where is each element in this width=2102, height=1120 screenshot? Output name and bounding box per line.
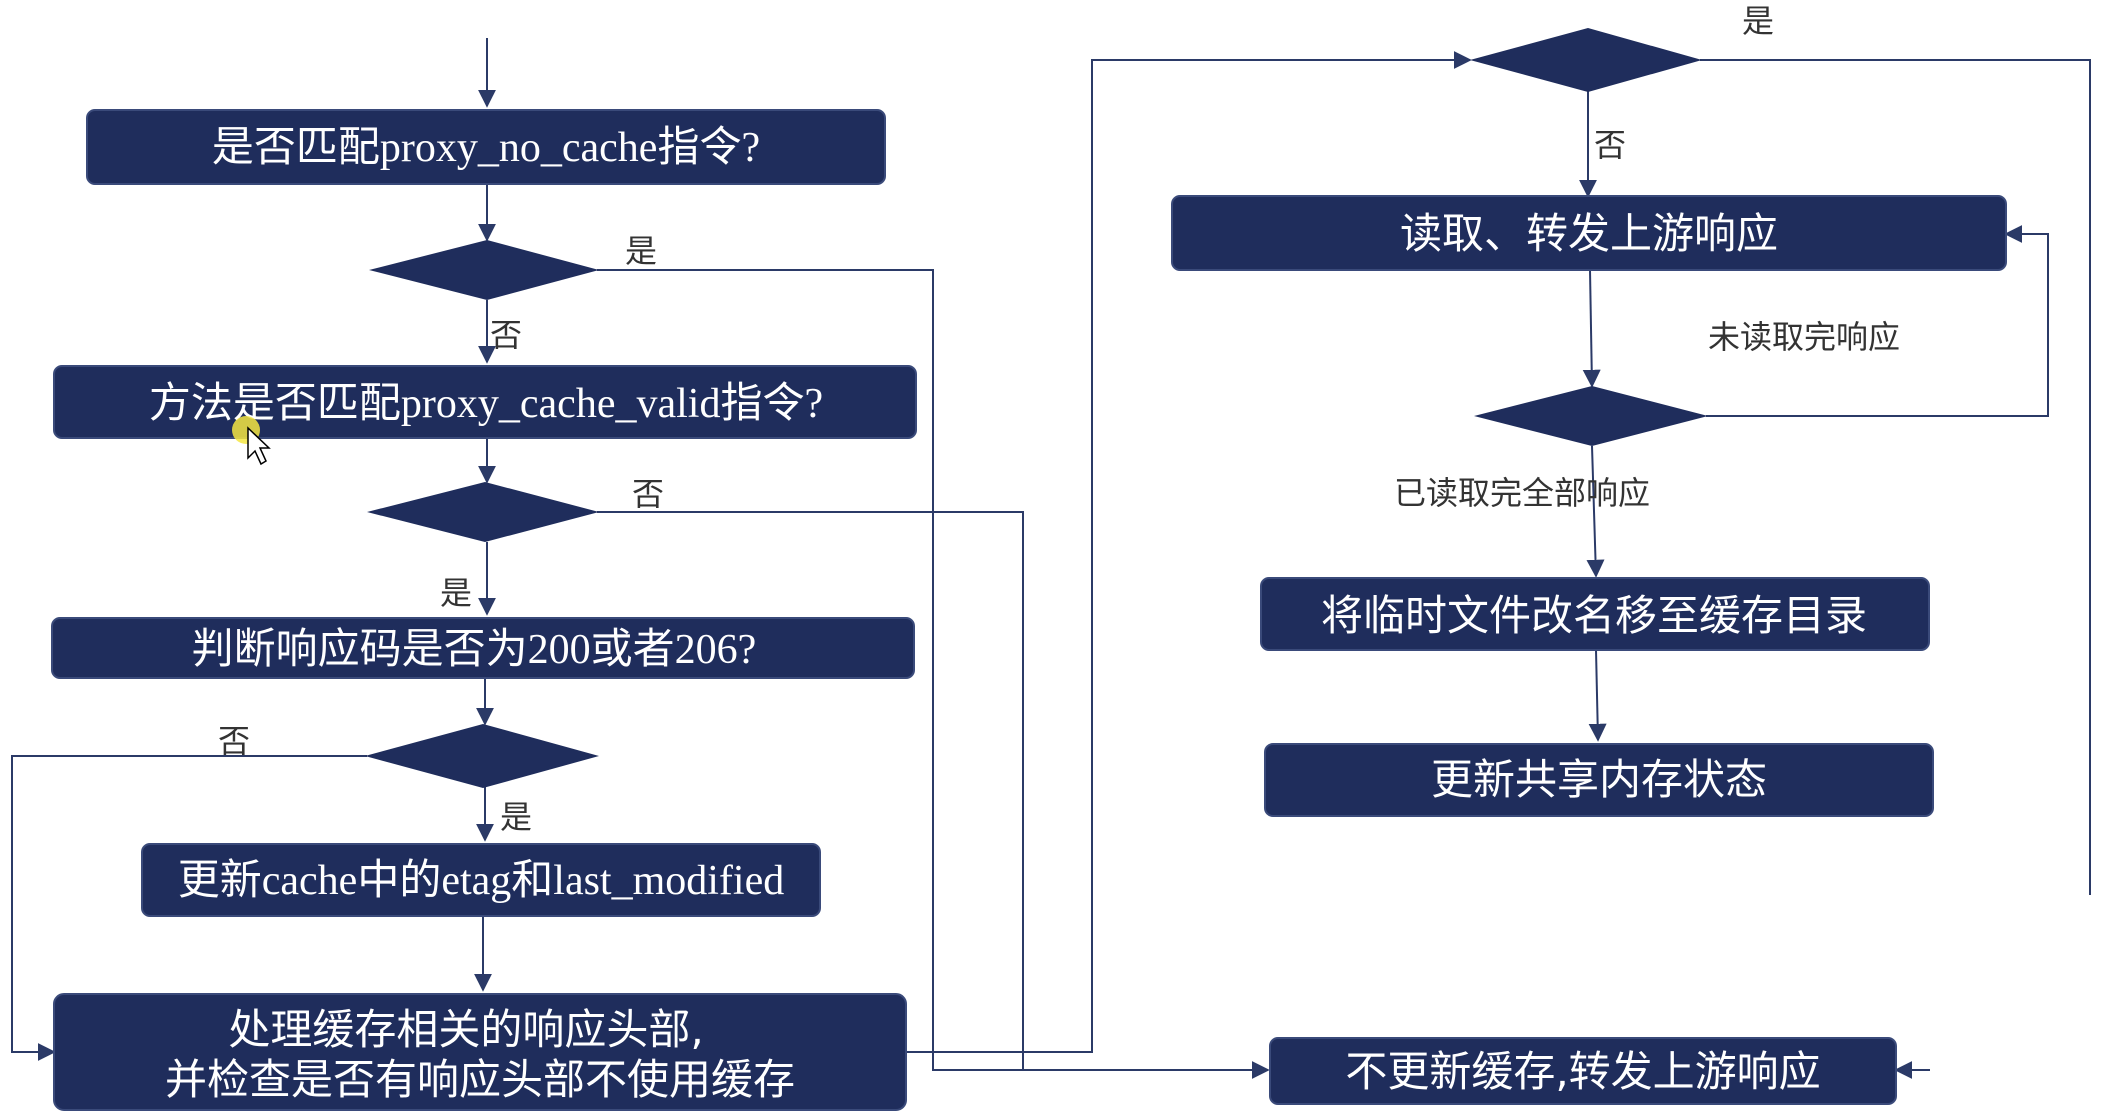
node-no-update-forward-label: 不更新缓存,转发上游响应 xyxy=(1345,1047,1820,1096)
node-process-headers-line1: 处理缓存相关的响应头部, xyxy=(228,1005,703,1054)
label-d5-not-done: 未读取完响应 xyxy=(1708,318,1900,356)
decision-status xyxy=(365,724,599,788)
edge-d3-no xyxy=(11,755,367,1061)
decision-read-done xyxy=(1474,386,1708,446)
node-check-no-cache-label: 是否匹配proxy_no_cache指令? xyxy=(212,125,760,171)
node-rename-temp-label: 将临时文件改名移至缓存目录 xyxy=(1321,591,1867,640)
node-check-cache-valid-label: 方法是否匹配proxy_cache_valid指令? xyxy=(149,381,823,427)
label-d2-yes: 是 xyxy=(440,574,472,612)
node-check-no-cache: 是否匹配proxy_no_cache指令? xyxy=(86,109,886,185)
node-check-status: 判断响应码是否为200或者206? xyxy=(51,617,915,679)
edge-d5-box7 xyxy=(1586,445,1605,578)
label-d4-yes: 是 xyxy=(1742,2,1774,40)
edge-box7-box8 xyxy=(1588,649,1607,742)
decision-cache-valid xyxy=(367,482,599,542)
label-d4-no: 否 xyxy=(1594,126,1626,164)
node-update-etag-label: 更新cache中的etag和last_modified xyxy=(178,858,784,904)
edge-d1-yes xyxy=(597,269,1270,1079)
node-check-cache-valid: 方法是否匹配proxy_cache_valid指令? xyxy=(53,365,917,439)
label-d1-no: 否 xyxy=(490,316,522,354)
node-process-headers: 处理缓存相关的响应头部, 并检查是否有响应头部不使用缓存 xyxy=(53,993,907,1111)
node-check-status-label: 判断响应码是否为200或者206? xyxy=(192,626,757,673)
node-read-forward: 读取、转发上游响应 xyxy=(1171,195,2007,271)
edge-box6-d5 xyxy=(1582,269,1601,388)
edge-d5-loop xyxy=(1706,225,2049,417)
node-process-headers-line2: 并检查是否有响应头部不使用缓存 xyxy=(165,1055,795,1104)
node-update-etag: 更新cache中的etag和last_modified xyxy=(141,843,821,917)
decision-top-right xyxy=(1470,28,1702,92)
label-d2-no: 否 xyxy=(632,475,664,513)
label-d1-yes: 是 xyxy=(625,232,657,270)
node-update-shm-label: 更新共享内存状态 xyxy=(1431,755,1767,804)
decision-no-cache xyxy=(369,240,599,300)
node-read-forward-label: 读取、转发上游响应 xyxy=(1400,209,1778,258)
node-rename-temp: 将临时文件改名移至缓存目录 xyxy=(1260,577,1930,651)
node-update-shm: 更新共享内存状态 xyxy=(1264,743,1934,817)
label-d3-no: 否 xyxy=(218,722,250,760)
edge-d4-yes xyxy=(1700,59,2091,895)
mouse-pointer-icon xyxy=(232,416,271,466)
node-no-update-forward: 不更新缓存,转发上游响应 xyxy=(1269,1037,1897,1105)
edge-d2-no xyxy=(597,511,1024,1070)
label-d3-yes: 是 xyxy=(500,798,532,836)
edge-box5-d4 xyxy=(905,51,1472,1053)
label-d5-done: 已读取完全部响应 xyxy=(1394,474,1650,512)
